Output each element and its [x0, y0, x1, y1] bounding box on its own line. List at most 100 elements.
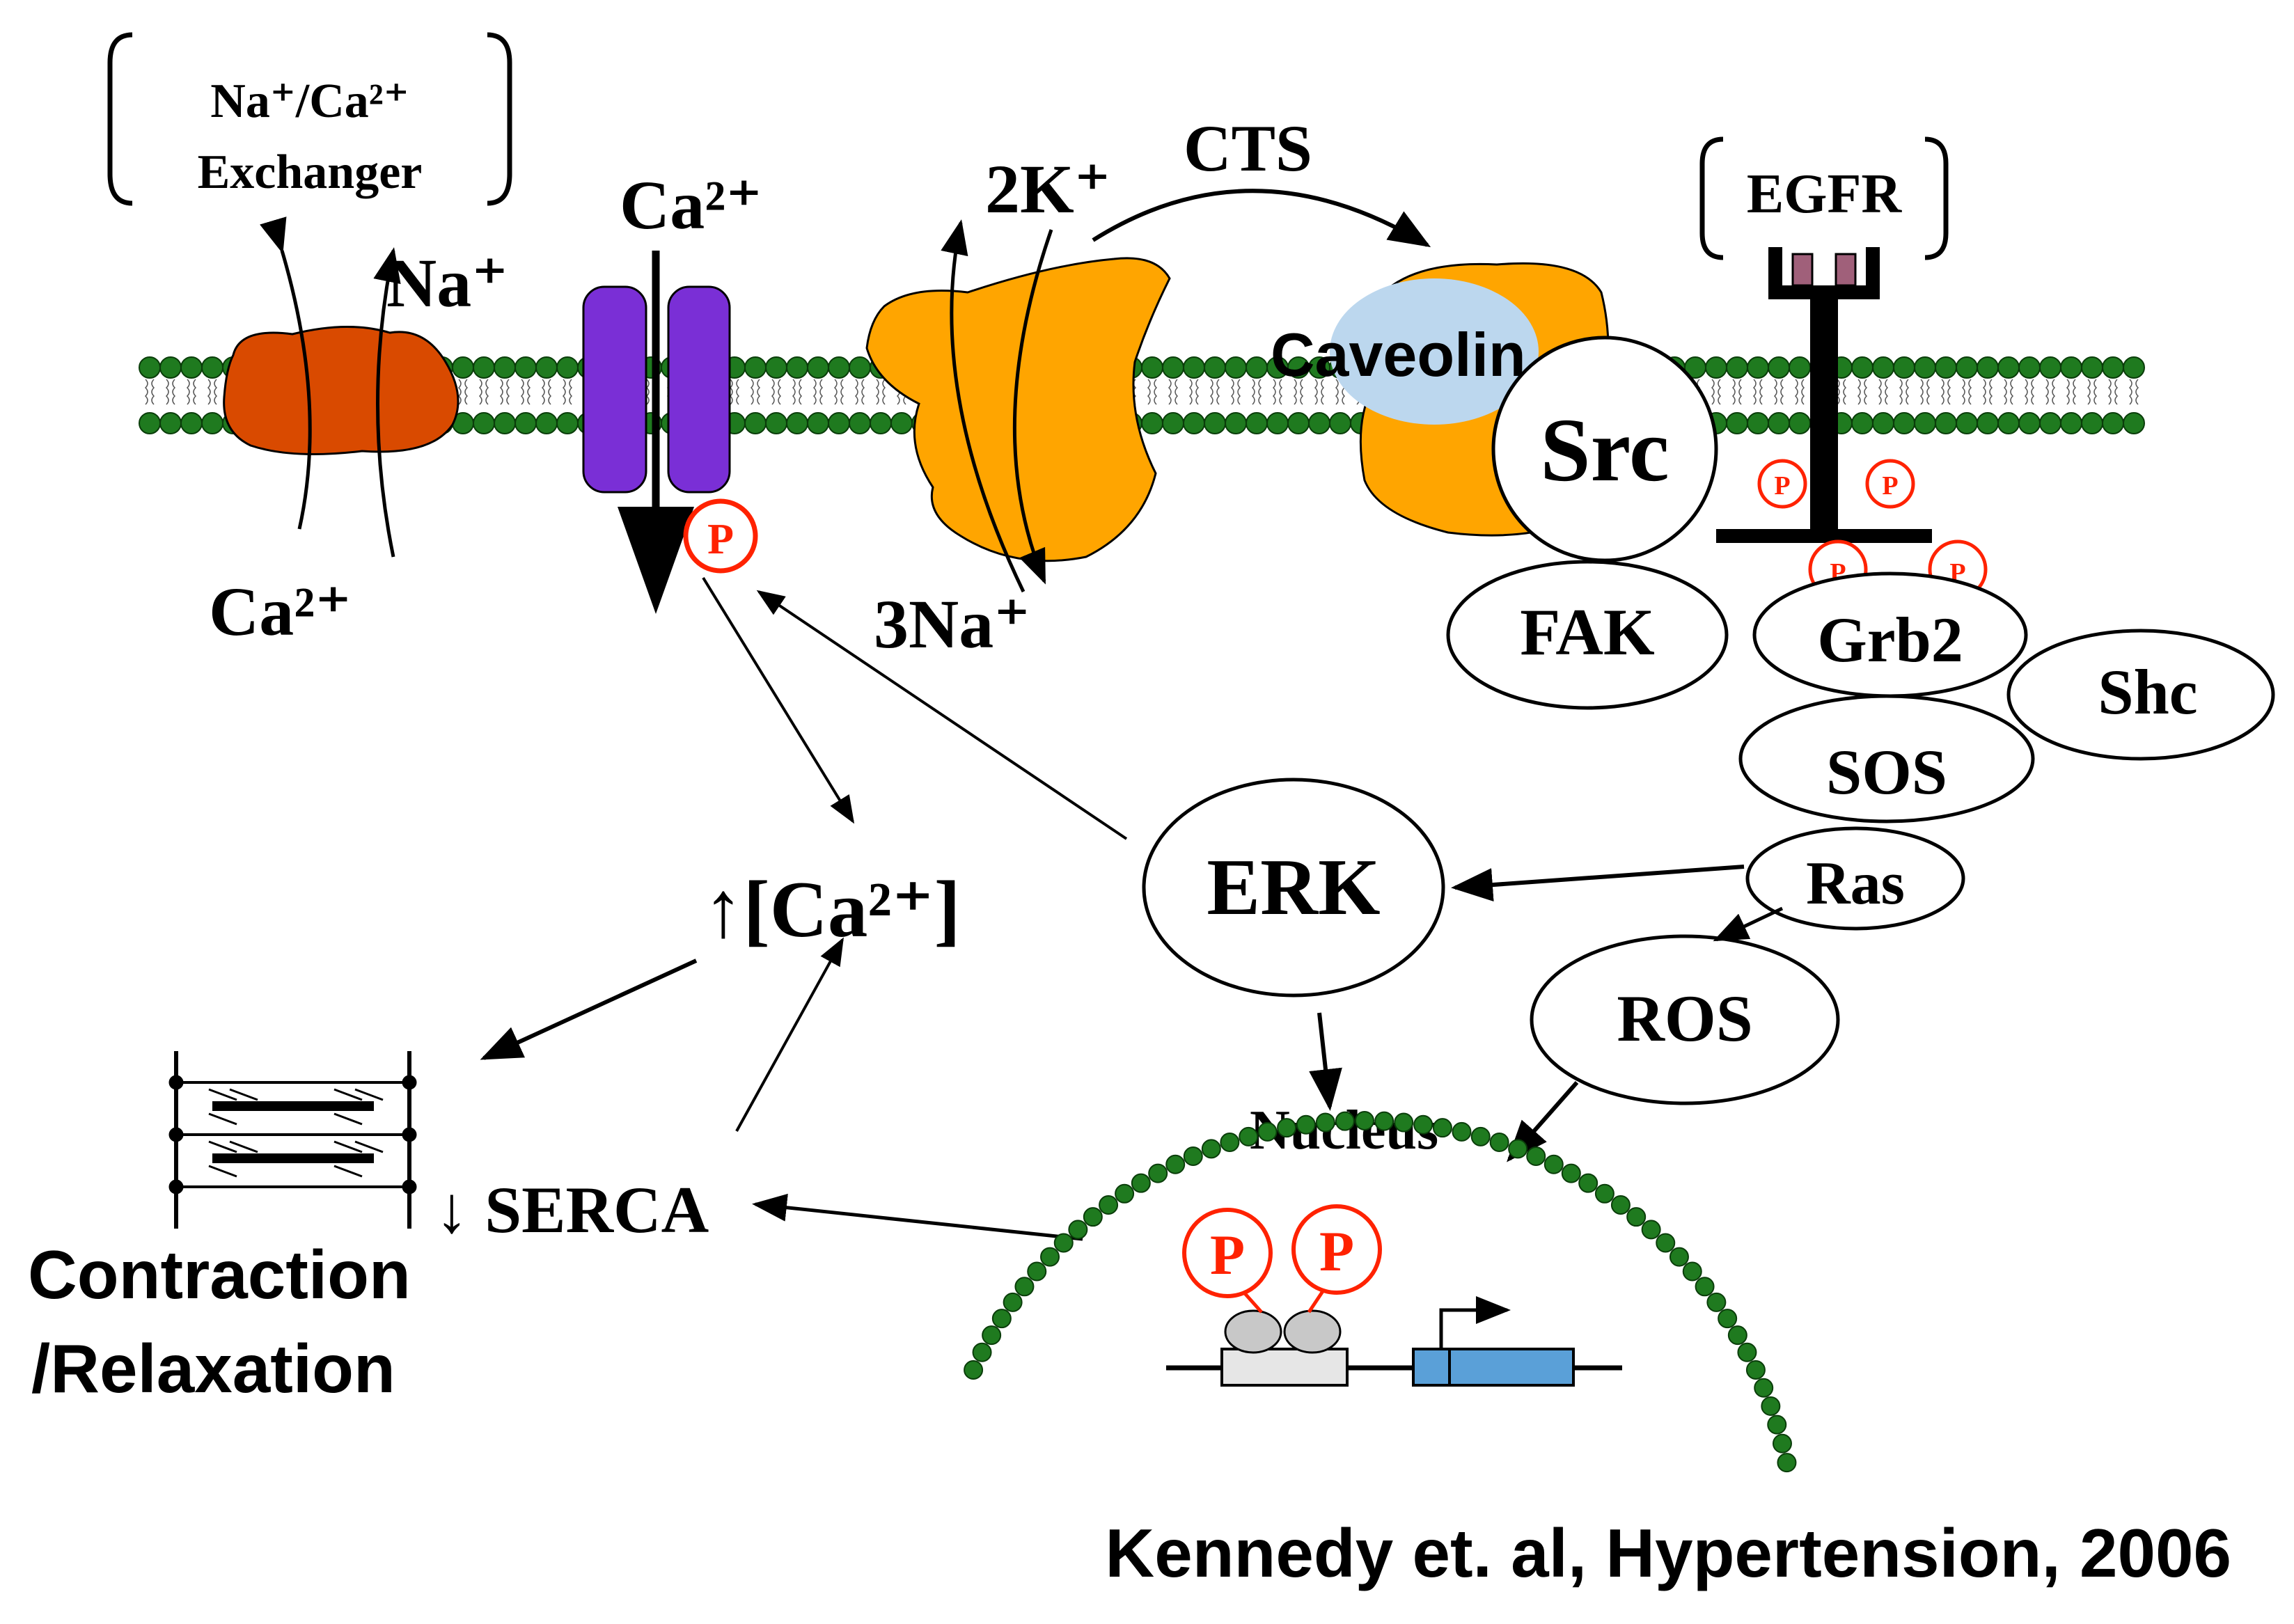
- ca-channel-right: [667, 285, 731, 494]
- lipid-tail: [186, 379, 197, 405]
- lipid-head: [2060, 412, 2082, 434]
- envelope-bead: [1003, 1292, 1023, 1312]
- envelope-bead: [1394, 1112, 1414, 1133]
- lipid-tail: [1961, 379, 1972, 405]
- lipid-tail: [1731, 379, 1743, 405]
- ras-label: Ras: [1806, 850, 1905, 917]
- lipid-tail: [1188, 379, 1200, 405]
- envelope-bead: [1669, 1247, 1689, 1267]
- lipid-head: [1726, 412, 1748, 434]
- envelope-bead: [1165, 1154, 1186, 1174]
- pump-arrow-k: [941, 219, 1026, 593]
- lipid-tail: [520, 379, 531, 405]
- lipid-tail: [1836, 379, 1847, 405]
- lipid-head: [1872, 412, 1894, 434]
- lipid-head: [1141, 412, 1163, 434]
- lipid-head: [849, 356, 871, 379]
- lipid-head: [180, 356, 203, 379]
- grb2-node: [1752, 571, 2028, 698]
- lipid-head: [2039, 356, 2061, 379]
- lipid-tail: [1940, 379, 1951, 405]
- envelope-bead: [1656, 1233, 1676, 1253]
- envelope-bead: [1610, 1195, 1631, 1215]
- lipid-tail: [1209, 379, 1220, 405]
- envelope-bead: [1772, 1433, 1792, 1453]
- envelope-bead: [1115, 1183, 1135, 1204]
- lipid-head: [786, 356, 808, 379]
- envelope-bead: [1754, 1378, 1774, 1398]
- lipid-head: [1956, 356, 1978, 379]
- lipid-tail: [792, 379, 803, 405]
- lipid-tail: [2024, 379, 2035, 405]
- cts-arrow: [1092, 189, 1431, 248]
- envelope-bead: [1737, 1342, 1757, 1362]
- envelope-bead: [1727, 1325, 1747, 1346]
- lipid-tail: [1272, 379, 1283, 405]
- lipid-head: [1726, 356, 1748, 379]
- envelope-bead: [1040, 1247, 1060, 1267]
- lipid-head: [2123, 356, 2145, 379]
- lipid-head: [1893, 356, 1915, 379]
- contraction-label-line2: /Relaxation: [31, 1330, 395, 1407]
- envelope-bead: [1452, 1121, 1472, 1142]
- lipid-tail: [478, 379, 489, 405]
- envelope-bead: [1355, 1111, 1374, 1130]
- lipid-head: [494, 412, 516, 434]
- nak-pump: [865, 257, 1171, 562]
- lipid-head: [1141, 356, 1163, 379]
- lipid-head: [1768, 412, 1790, 434]
- lipid-head: [1747, 412, 1769, 434]
- exchanger-protein: [223, 326, 459, 455]
- lipid-tail: [2003, 379, 2014, 405]
- envelope-bead: [1761, 1396, 1781, 1416]
- envelope-bead: [1718, 1309, 1738, 1329]
- lipid-head: [1914, 412, 1936, 434]
- ros-label: ROS: [1617, 982, 1752, 1055]
- lipid-head: [1997, 356, 2020, 379]
- lipid-tail: [2045, 379, 2056, 405]
- envelope-bead: [1489, 1133, 1509, 1153]
- lipid-head: [765, 356, 787, 379]
- lipid-tail: [165, 379, 176, 405]
- lipid-tail: [562, 379, 573, 405]
- lipid-head: [1956, 412, 1978, 434]
- ras-node: [1745, 826, 1965, 931]
- lipid-head: [159, 412, 182, 434]
- envelope-bead: [1014, 1277, 1035, 1297]
- lipid-tail: [1794, 379, 1805, 405]
- lipid-head: [1872, 356, 1894, 379]
- envelope-bead: [1543, 1154, 1564, 1174]
- lipid-tail: [1230, 379, 1241, 405]
- envelope-bead: [1432, 1118, 1452, 1138]
- lipid-head: [765, 412, 787, 434]
- lipid-head: [744, 356, 767, 379]
- lipid-tail: [1251, 379, 1262, 405]
- lipid-head: [1246, 412, 1268, 434]
- lipid-tail: [1982, 379, 1993, 405]
- lipid-head: [1329, 412, 1351, 434]
- lipid-tail: [1314, 379, 1325, 405]
- lipid-head: [201, 356, 223, 379]
- envelope-bead: [1068, 1220, 1088, 1240]
- envelope-bead: [1220, 1133, 1240, 1153]
- pump-arrow-na: [1012, 229, 1053, 585]
- three-na-label: 3Na⁺: [874, 585, 1030, 663]
- ca-channel-left: [582, 285, 647, 494]
- envelope-bead: [1183, 1146, 1203, 1166]
- phospho-egfr-label-1: P: [1774, 471, 1790, 500]
- fak-label: FAK: [1520, 595, 1655, 669]
- envelope-bead: [1745, 1359, 1766, 1380]
- shc-label: Shc: [2098, 656, 2197, 727]
- lipid-head: [1977, 356, 1999, 379]
- lipid-tail: [1899, 379, 1910, 405]
- lipid-head: [2102, 356, 2124, 379]
- citation-text: Kennedy et. al, Hypertension, 2006: [1105, 1515, 2231, 1591]
- lipid-head: [180, 412, 203, 434]
- lipid-head: [201, 412, 223, 434]
- lipid-head: [2081, 412, 2103, 434]
- shc-node: [2006, 629, 2275, 761]
- lipid-head: [1747, 356, 1769, 379]
- lipid-tail: [812, 379, 824, 405]
- lipid-head: [1308, 412, 1330, 434]
- envelope-bead: [1561, 1163, 1581, 1183]
